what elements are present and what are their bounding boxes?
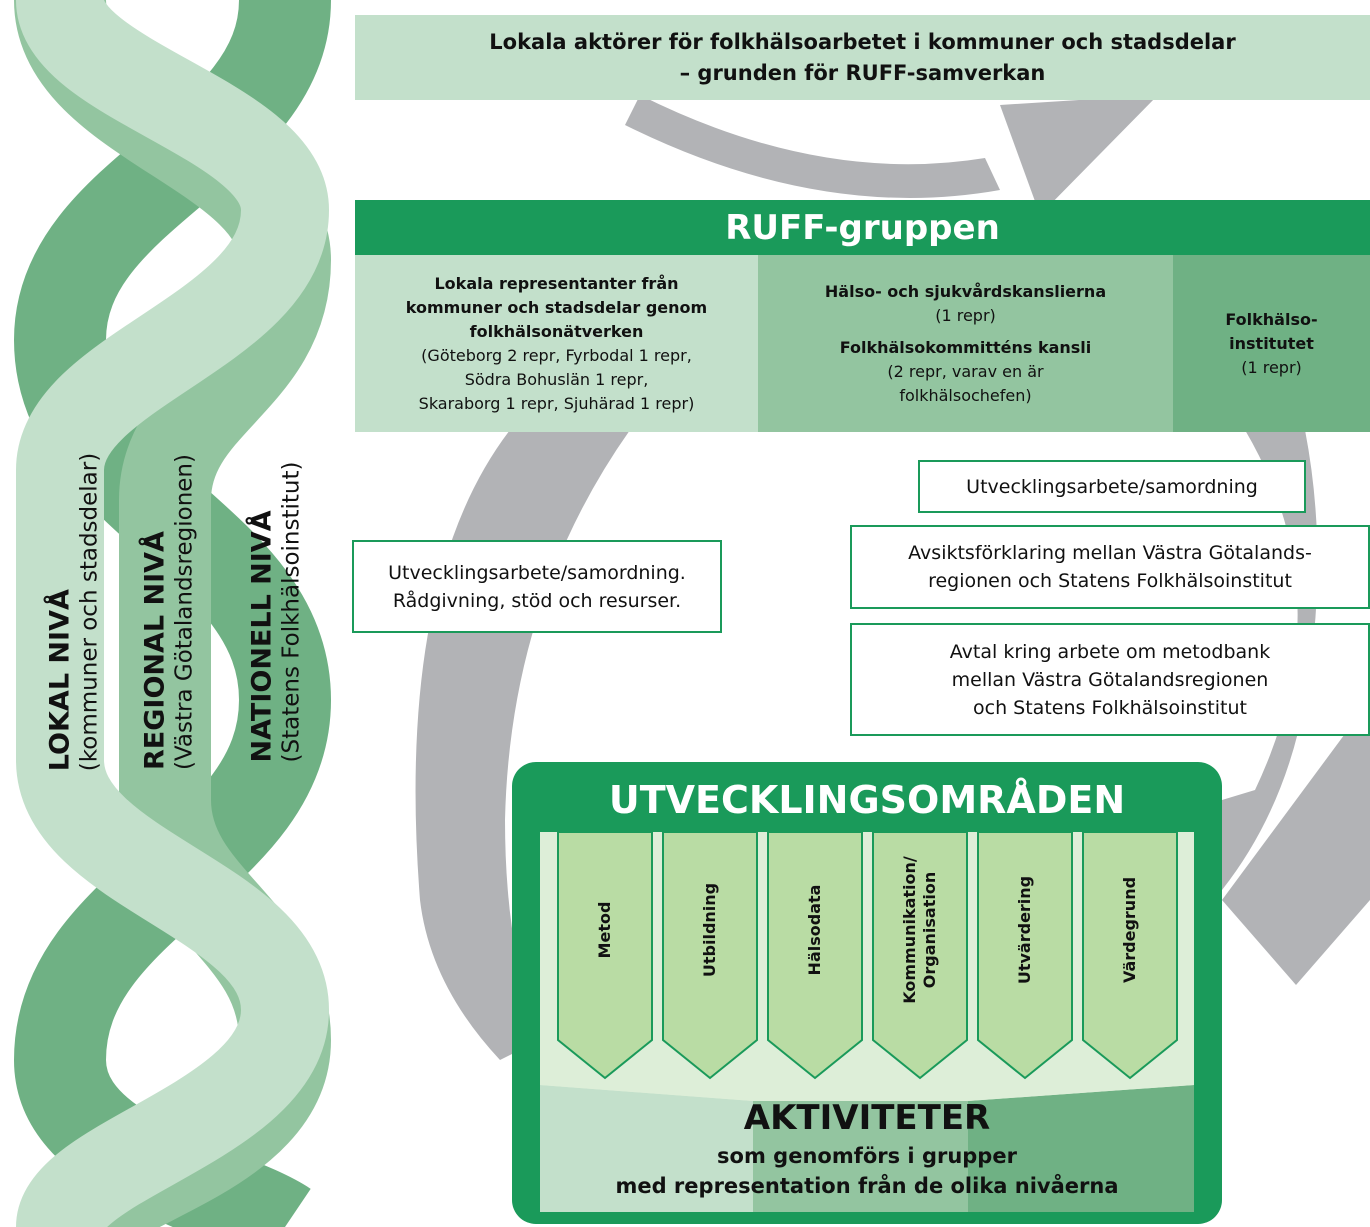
cycle-arrow-top-head bbox=[1000, 95, 1158, 215]
activities-funnel bbox=[540, 1072, 1194, 1101]
ruff-local-bold2: kommuner och stadsdelar genom bbox=[405, 297, 708, 317]
coordination-box: Utvecklingsarbete/samordning bbox=[918, 460, 1306, 513]
area-arrow-metod bbox=[557, 831, 653, 1080]
ruff-regional-detail1: (1 repr) bbox=[935, 305, 996, 325]
ruff-regional-bold2: Folkhälsokommitténs kansli bbox=[839, 337, 1092, 357]
area-kommunikation-line2: Organisation bbox=[920, 871, 939, 989]
activities-band-local bbox=[540, 1085, 753, 1212]
ruff-regional-bold1: Hälso- och sjukvårdskanslierna bbox=[824, 281, 1107, 301]
top-banner-line2: – grunden för RUFF-samverkan bbox=[679, 60, 1046, 85]
area-utbildning: Utbildning bbox=[700, 882, 719, 978]
cycle-arrow-right-head bbox=[1222, 700, 1370, 985]
method-bank-agreement-line3: och Statens Folkhälsoinstitut bbox=[973, 696, 1247, 719]
ruff-local-detail1: (Göteborg 2 repr, Fyrbodal 1 repr, bbox=[421, 345, 692, 365]
ruff-local-bold1: Lokala representanter från bbox=[434, 273, 679, 293]
coordination-advice-line1: Utvecklingsarbete/samordning. bbox=[388, 561, 686, 584]
area-halsodata: Hälsodata bbox=[805, 884, 824, 976]
top-banner: Lokala aktörer för folkhälsoarbetet i ko… bbox=[355, 15, 1370, 100]
area-arrow-kommunikation bbox=[872, 831, 968, 1080]
intent-declaration-line2: regionen och Statens Folkhälsoinstitut bbox=[928, 570, 1292, 592]
ruff-local-representatives: Lokala representanter från kommuner och … bbox=[355, 255, 758, 432]
method-bank-agreement-line2: mellan Västra Götalandsregionen bbox=[951, 668, 1269, 691]
ruff-regional-representatives: Hälso- och sjukvårdskanslierna (1 repr) … bbox=[758, 255, 1173, 432]
activities-description: som genomförs i grupper med representati… bbox=[540, 1141, 1194, 1201]
ruff-national-bold1: Folkhälso- bbox=[1225, 309, 1318, 329]
activities-band-national bbox=[968, 1085, 1194, 1212]
ruff-national-bold2: institutet bbox=[1229, 333, 1314, 353]
area-arrow-vardegrund bbox=[1082, 831, 1178, 1080]
ruff-local-detail2: Södra Bohuslän 1 repr, bbox=[464, 369, 649, 389]
ruff-local-detail3: Skaraborg 1 repr, Sjuhärad 1 repr) bbox=[418, 393, 695, 413]
area-metod: Metod bbox=[595, 901, 614, 959]
ruff-group-title: RUFF-gruppen bbox=[355, 200, 1370, 255]
activities-title: AKTIVITETER bbox=[743, 1098, 991, 1138]
area-arrow-utvardering bbox=[977, 831, 1073, 1080]
area-vardegrund: Värdegrund bbox=[1120, 876, 1139, 984]
coordination-advice-line2: Rådgivning, stöd och resurser. bbox=[392, 589, 682, 612]
activities-line2: med representation från de olika nivåern… bbox=[615, 1174, 1119, 1198]
activities-line1: som genomförs i grupper bbox=[717, 1144, 1017, 1168]
area-kommunikation-line1: Kommunikation/ bbox=[900, 856, 919, 1004]
intent-declaration-line1: Avsiktsförklaring mellan Västra Götaland… bbox=[908, 542, 1312, 564]
area-utvardering: Utvärdering bbox=[1015, 875, 1034, 985]
ruff-regional-detail2b: folkhälsochefen) bbox=[899, 385, 1032, 405]
ruff-local-bold3: folkhälsonätverken bbox=[469, 321, 644, 341]
top-banner-line1: Lokala aktörer för folkhälsoarbetet i ko… bbox=[489, 29, 1236, 54]
ruff-regional-detail2a: (2 repr, varav en är bbox=[887, 361, 1044, 381]
level-ribbons bbox=[13, 0, 332, 1227]
ruff-national-representatives: Folkhälso- institutet (1 repr) bbox=[1173, 255, 1370, 432]
coordination-box-line1: Utvecklingsarbete/samordning bbox=[966, 475, 1258, 498]
cycle-arrow-top bbox=[625, 95, 1000, 198]
ruff-national-detail1: (1 repr) bbox=[1241, 357, 1302, 377]
development-areas-title: UTVECKLINGSOMRÅDEN bbox=[608, 778, 1126, 822]
ribbon-local bbox=[15, 0, 330, 1227]
coordination-advice-box: Utvecklingsarbete/samordning. Rådgivning… bbox=[352, 540, 722, 633]
area-arrow-utbildning bbox=[662, 831, 758, 1080]
ribbon-national bbox=[13, 0, 332, 1227]
area-arrow-halsodata bbox=[767, 831, 863, 1080]
activities-band-regional bbox=[753, 1101, 968, 1212]
method-bank-agreement-line1: Avtal kring arbete om metodbank bbox=[949, 640, 1271, 663]
area-kommunikation: Kommunikation/ Organisation bbox=[900, 856, 940, 1004]
method-bank-agreement-box: Avtal kring arbete om metodbank mellan V… bbox=[850, 623, 1370, 736]
intent-declaration-box: Avsiktsförklaring mellan Västra Götaland… bbox=[850, 525, 1370, 609]
